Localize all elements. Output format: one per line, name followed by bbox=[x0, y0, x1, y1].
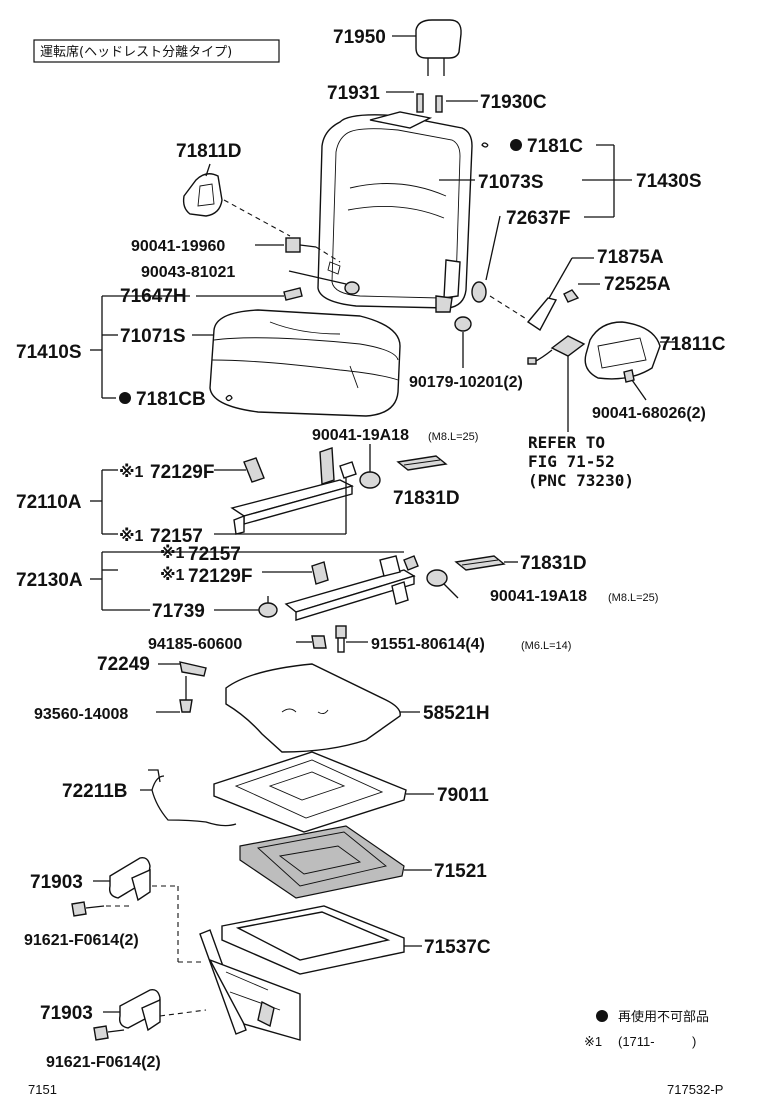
note-mark-72157-a: ※1 bbox=[119, 527, 144, 545]
nonreusable-dot-7181CB bbox=[119, 392, 233, 404]
part-label-72525A: 72525A bbox=[604, 274, 671, 295]
bracket-72110A bbox=[90, 469, 346, 535]
part-label-94185-60600: 94185-60600 bbox=[148, 636, 242, 653]
legend-note-close: ) bbox=[692, 1034, 696, 1049]
caption-text: 運転席(ヘッドレスト分離タイプ) bbox=[40, 44, 232, 60]
refer-line-1: REFER TO bbox=[528, 433, 605, 452]
part-label-71071S: 71071S bbox=[120, 326, 186, 347]
bracket-71430S bbox=[582, 144, 632, 218]
part-label-72637F: 72637F bbox=[506, 208, 570, 229]
caption-box: 運転席(ヘッドレスト分離タイプ) bbox=[33, 39, 280, 63]
part-label-72129F-a: 72129F bbox=[150, 462, 214, 483]
spec-note-90041-19A18-a: (M8.L=25) bbox=[428, 431, 478, 443]
seat-track-72130A-drawing bbox=[284, 555, 459, 621]
legend-note-text: (1711- bbox=[618, 1034, 655, 1049]
part-label-58521H: 58521H bbox=[423, 703, 490, 724]
part-label-71739: 71739 bbox=[152, 601, 205, 622]
handle-71903-a-drawing bbox=[71, 856, 204, 963]
part-label-71537C: 71537C bbox=[424, 937, 491, 958]
cap-90043-81021-drawing bbox=[288, 261, 360, 295]
recliner-knob-drawing bbox=[471, 215, 501, 303]
part-label-71930C: 71930C bbox=[480, 92, 547, 113]
part-label-72110A: 72110A bbox=[16, 492, 82, 513]
spec-note-91551-80614: (M6.L=14) bbox=[521, 640, 571, 652]
nonreusable-dot-7181C bbox=[481, 139, 522, 151]
part-label-71903-a: 71903 bbox=[30, 872, 83, 893]
refer-to-block: REFER TO FIG 71-52 (PNC 73230) bbox=[528, 433, 634, 490]
part-label-71073S: 71073S bbox=[478, 172, 544, 193]
part-label-91621-a: 91621-F0614(2) bbox=[24, 932, 139, 949]
part-label-71903-b: 71903 bbox=[40, 1003, 93, 1024]
part-label-91551-80614: 91551-80614(4) bbox=[371, 636, 485, 653]
seat-track-72110A-drawing bbox=[230, 444, 381, 535]
nonreusable-legend-dot bbox=[596, 1010, 608, 1022]
legend-note-mark: ※1 bbox=[584, 1034, 602, 1049]
part-label-90041-19A18-b: 90041-19A18 bbox=[490, 588, 587, 605]
wire-72211B-drawing bbox=[140, 769, 237, 827]
legend: 再使用不可部品 ※1 (1711- ) bbox=[584, 1009, 709, 1049]
side-cover-71811C-drawing bbox=[527, 321, 676, 432]
side-cover-71811D-drawing bbox=[182, 163, 291, 237]
part-label-90041-19960: 90041-19960 bbox=[131, 238, 225, 255]
frame-71537C-drawing bbox=[221, 905, 422, 975]
refer-line-2: FIG 71-52 bbox=[528, 452, 615, 471]
spec-note-90041-19A18-b: (M8.L=25) bbox=[608, 592, 658, 604]
part-label-72157-b: 72157 bbox=[188, 544, 241, 565]
refer-line-3: (PNC 73230) bbox=[528, 471, 634, 490]
riser-bracket-drawing bbox=[199, 929, 301, 1041]
seatback-drawing bbox=[317, 111, 475, 313]
pad-71831D-a-drawing bbox=[396, 455, 448, 471]
part-label-79011: 79011 bbox=[437, 785, 489, 806]
headrest-drawing bbox=[392, 19, 462, 76]
lever-71875A-drawing bbox=[489, 257, 600, 332]
part-label-71647H: 71647H bbox=[120, 286, 187, 307]
note-mark-72129F-a: ※1 bbox=[119, 463, 144, 481]
part-label-7181C: 7181C bbox=[527, 136, 583, 157]
part-label-90179-10201: 90179-10201(2) bbox=[409, 374, 523, 391]
handle-71903-b-drawing bbox=[93, 988, 207, 1041]
part-label-93560-14008: 93560-14008 bbox=[34, 706, 128, 723]
bumper-71739-drawing bbox=[258, 596, 278, 618]
pad-71831D-b-drawing bbox=[454, 555, 518, 571]
part-label-71811D: 71811D bbox=[176, 141, 242, 162]
bolt-90041-19960-drawing bbox=[255, 237, 341, 263]
part-label-90041-68026: 90041-68026(2) bbox=[592, 405, 706, 422]
part-label-71875A: 71875A bbox=[597, 247, 664, 268]
bracket-71410S bbox=[90, 287, 303, 399]
part-label-90041-19A18-a: 90041-19A18 bbox=[312, 427, 409, 444]
part-label-72130A: 72130A bbox=[16, 570, 83, 591]
part-label-90043-81021: 90043-81021 bbox=[141, 264, 235, 281]
footer-figure-number: 7151 bbox=[28, 1082, 57, 1097]
part-label-72129F-b: 72129F bbox=[188, 566, 252, 587]
nut-90179-10201-drawing bbox=[454, 316, 472, 368]
seat-cushion-drawing bbox=[209, 309, 401, 417]
pan-71521-drawing bbox=[239, 825, 432, 899]
part-label-91621-b: 91621-F0614(2) bbox=[46, 1054, 161, 1071]
part-label-71430S: 71430S bbox=[636, 171, 702, 192]
part-label-71521: 71521 bbox=[434, 861, 487, 882]
part-label-7181CB: 7181CB bbox=[136, 389, 206, 410]
legend-nonreusable-text: 再使用不可部品 bbox=[618, 1009, 709, 1025]
footer-illustration-id: 717532-P bbox=[667, 1082, 723, 1097]
part-label-71931: 71931 bbox=[327, 83, 380, 104]
note-mark-72129F-b: ※1 bbox=[160, 566, 185, 584]
part-label-71811C: 71811C bbox=[660, 334, 726, 355]
part-label-71410S: 71410S bbox=[16, 342, 82, 363]
headrest-support-drawing bbox=[386, 91, 478, 113]
note-mark-72157-b: ※1 bbox=[160, 544, 185, 562]
part-label-71831D-b: 71831D bbox=[520, 553, 587, 574]
fasteners-row-drawing bbox=[296, 625, 368, 653]
part-label-71831D-a: 71831D bbox=[393, 488, 460, 509]
bracket-72130A bbox=[90, 551, 404, 611]
carpet-58521H-drawing bbox=[225, 663, 420, 753]
part-label-72249: 72249 bbox=[97, 654, 150, 675]
clip-72249-drawing bbox=[156, 661, 207, 713]
part-label-72157-a: 72157 bbox=[150, 526, 203, 547]
frame-79011-drawing bbox=[213, 751, 434, 833]
part-label-71950: 71950 bbox=[333, 27, 386, 48]
part-label-72211B: 72211B bbox=[62, 781, 128, 802]
